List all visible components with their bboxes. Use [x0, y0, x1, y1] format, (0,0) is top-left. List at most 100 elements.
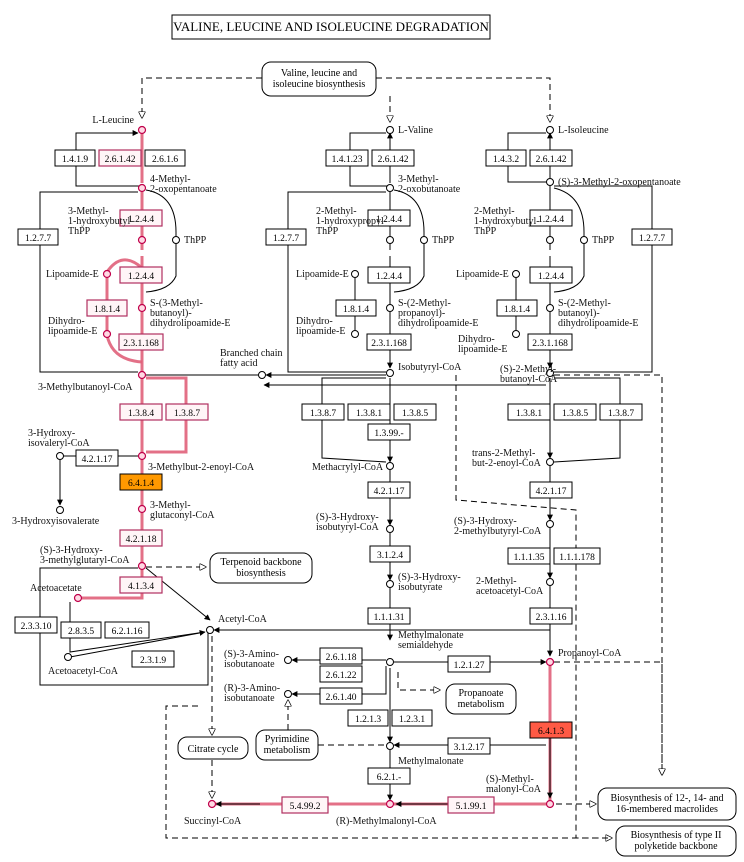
compound-node[interactable]: 3-Methyl-1-hydroxybutyl-ThPP [68, 206, 147, 245]
compound-dot[interactable] [545, 657, 555, 667]
compound-dot[interactable] [102, 269, 112, 279]
enzyme-rect[interactable] [529, 721, 573, 739]
compound-dot[interactable] [137, 235, 147, 245]
compound-node[interactable]: 2-Methyl-1-hydroxypropyl-ThPP [316, 206, 394, 244]
enzyme-box[interactable]: 6.4.1.3 [529, 721, 573, 739]
enzyme-rect[interactable] [485, 149, 527, 167]
compound-dot[interactable] [102, 329, 112, 339]
compound-node[interactable]: (S)-3-Hydroxy-3-methylglutaryl-CoA [40, 545, 147, 571]
enzyme-rect[interactable] [265, 228, 307, 246]
enzyme-box[interactable]: 1.2.1.3 [347, 709, 389, 727]
enzyme-rect[interactable] [14, 616, 58, 634]
enzyme-rect[interactable] [301, 403, 345, 421]
enzyme-box[interactable]: 1.3.99.- [367, 423, 411, 441]
enzyme-box[interactable]: 4.2.1.17 [367, 481, 411, 499]
compound-dot[interactable] [580, 236, 588, 244]
enzyme-box[interactable]: 1.3.8.5 [553, 403, 597, 421]
enzyme-rect[interactable] [447, 796, 495, 814]
enzyme-box[interactable]: 4.2.1.17 [75, 449, 119, 467]
compound-node[interactable]: Lipoamide-E [296, 269, 359, 280]
enzyme-rect[interactable] [553, 403, 597, 421]
enzyme-rect[interactable] [369, 545, 411, 563]
compound-dot[interactable] [172, 236, 180, 244]
compound-dot[interactable] [137, 561, 147, 571]
enzyme-rect[interactable] [367, 481, 411, 499]
compound-dot[interactable] [386, 525, 394, 533]
compound-node[interactable]: trans-2-Methyl-but-2-enoyl-CoA [472, 448, 554, 469]
enzyme-rect[interactable] [17, 228, 59, 246]
enzyme-rect[interactable] [553, 547, 601, 565]
enzyme-rect[interactable] [118, 333, 164, 351]
compound-dot[interactable] [386, 742, 394, 750]
enzyme-box[interactable]: 1.2.1.27 [447, 655, 491, 673]
enzyme-rect[interactable] [119, 209, 163, 227]
enzyme-box[interactable]: 6.2.1.16 [104, 621, 150, 639]
compound-node[interactable]: S-(3-Methyl-butanoyl)-dihydrolipoamide-E [137, 298, 231, 329]
enzyme-box[interactable]: 1.2.7.7 [265, 228, 307, 246]
enzyme-box[interactable]: 2.3.1.16 [529, 607, 573, 625]
enzyme-rect[interactable] [347, 403, 391, 421]
enzyme-rect[interactable] [119, 266, 163, 284]
enzyme-box[interactable]: 1.3.8.1 [347, 403, 391, 421]
compound-node[interactable]: 3-Methylbut-2-enoyl-CoA [137, 451, 255, 474]
enzyme-box[interactable]: 1.3.8.4 [119, 403, 163, 421]
compound-node[interactable]: Acetoacetate [30, 583, 82, 603]
compound-node[interactable]: (S)-3-Amino-isobutanoate [224, 649, 292, 670]
compound-dot[interactable] [351, 330, 359, 338]
enzyme-box[interactable]: 1.3.8.7 [165, 403, 209, 421]
compound-node[interactable]: Acetyl-CoA [206, 614, 268, 634]
enzyme-rect[interactable] [86, 299, 128, 317]
compound-node[interactable]: Dihydro-lipoamide-E [48, 316, 112, 339]
compound-node[interactable]: Lipoamide-E [46, 269, 112, 280]
compound-node[interactable]: S-(2-Methyl-butanoyl)-dihydrolipoamide-E [546, 298, 639, 329]
enzyme-box[interactable]: 2.3.1.9 [131, 650, 175, 668]
compound-node[interactable]: L-Isoleucine [546, 125, 610, 136]
enzyme-box[interactable]: 1.2.4.4 [119, 266, 163, 284]
compound-dot[interactable] [385, 799, 395, 809]
compound-dot[interactable] [546, 578, 554, 586]
enzyme-rect[interactable] [599, 403, 643, 421]
compound-node[interactable]: (R)-3-Amino-isobutanoate [224, 683, 292, 704]
compound-dot[interactable] [386, 462, 394, 470]
enzyme-box[interactable]: 1.1.1.31 [367, 607, 411, 625]
compound-node[interactable]: ThPP [172, 235, 207, 246]
compound-node[interactable]: (S)-3-Hydroxy-isobutyryl-CoA [316, 512, 394, 533]
enzyme-box[interactable]: 2.3.3.10 [14, 616, 58, 634]
compound-dot[interactable] [351, 270, 359, 278]
compound-node[interactable]: (R)-Methylmalonyl-CoA [336, 799, 437, 828]
compound-dot[interactable] [284, 690, 292, 698]
enzyme-box[interactable]: 4.2.1.18 [119, 529, 163, 547]
enzyme-rect[interactable] [496, 299, 538, 317]
compound-dot[interactable] [206, 626, 214, 634]
enzyme-rect[interactable] [391, 709, 433, 727]
enzyme-box[interactable]: 2.3.1.168 [527, 333, 573, 351]
enzyme-rect[interactable] [631, 228, 673, 246]
enzyme-rect[interactable] [75, 449, 119, 467]
enzyme-box[interactable]: 2.3.1.168 [118, 333, 164, 351]
enzyme-rect[interactable] [119, 403, 163, 421]
enzyme-rect[interactable] [335, 299, 377, 317]
enzyme-box[interactable]: 2.6.1.42 [529, 149, 573, 167]
enzyme-rect[interactable] [104, 621, 150, 639]
enzyme-rect[interactable] [281, 796, 329, 814]
compound-dot[interactable] [512, 270, 520, 278]
enzyme-rect[interactable] [366, 333, 412, 351]
compound-dot[interactable] [258, 371, 266, 379]
enzyme-rect[interactable] [529, 266, 573, 284]
enzyme-rect[interactable] [319, 665, 363, 683]
compound-node[interactable]: L-Valine [386, 125, 434, 136]
enzyme-box[interactable]: 1.4.1.9 [54, 149, 96, 167]
enzyme-rect[interactable] [367, 423, 411, 441]
enzyme-box[interactable]: 1.3.8.1 [507, 403, 551, 421]
compound-dot[interactable] [386, 304, 394, 312]
compound-dot[interactable] [386, 236, 394, 244]
compound-dot[interactable] [512, 330, 520, 338]
enzyme-box[interactable]: 1.8.1.4 [496, 299, 538, 317]
enzyme-box[interactable]: 1.4.1.23 [325, 149, 369, 167]
enzyme-box[interactable]: 1.1.1.178 [553, 547, 601, 565]
